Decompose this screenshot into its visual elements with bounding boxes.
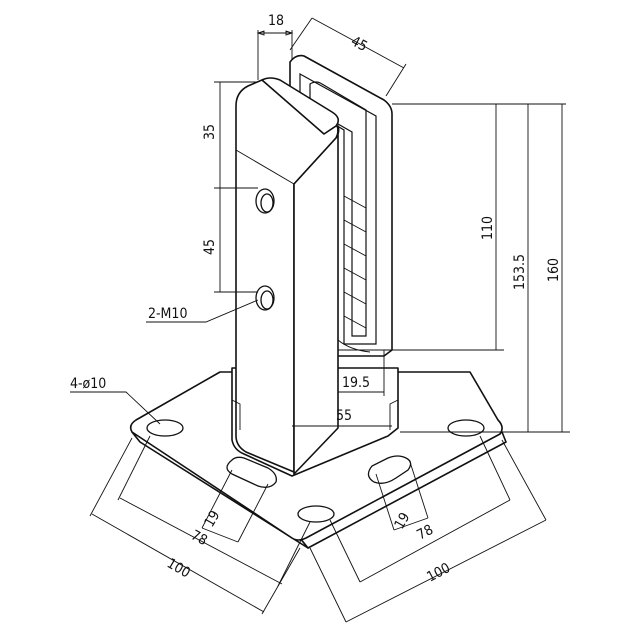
base-hole-left	[146, 419, 184, 437]
dim-55-label: 55	[336, 408, 352, 424]
dim-hole-spacing-label: 45	[202, 239, 218, 255]
chamfer-line	[293, 137, 337, 185]
dim-100-right-label: 100	[424, 560, 453, 585]
gasket-rib	[343, 267, 367, 281]
post-top-face	[261, 77, 340, 135]
dim-78-left-label: 78	[188, 527, 210, 549]
main-post	[231, 77, 399, 477]
gasket-rib	[343, 243, 367, 257]
callout-m10-leader	[146, 299, 259, 323]
dim-35-label: 35	[202, 124, 218, 140]
dim-18-arrows	[256, 30, 294, 36]
dim-100-right-lines	[309, 439, 547, 623]
post-step	[231, 399, 241, 430]
threaded-hole-upper-inner	[260, 193, 274, 213]
dim-78-right-lines	[329, 435, 511, 583]
dim-left-vertical	[214, 81, 258, 293]
base-hole-front	[297, 505, 335, 523]
callout-base-hole-leader	[70, 391, 161, 425]
dim-45-top-label: 45	[348, 33, 370, 55]
dim-78-right-label: 78	[414, 522, 436, 544]
dim-110-label: 110	[480, 216, 496, 240]
dim-18-label: 18	[268, 13, 284, 29]
dim-78-left-lines	[117, 435, 311, 587]
dim-19-left-label: 19	[202, 508, 224, 530]
dim-right-vertical	[384, 103, 570, 433]
slot-left	[226, 456, 277, 488]
dim-45-top-lines	[289, 17, 407, 97]
dim-19-left-lines	[201, 469, 269, 543]
slot-right	[367, 455, 412, 484]
callout-m10-label: 2-M10	[148, 306, 187, 322]
dimension-lines: 18 45 35 45 110 153.5 160 19.5 55 19 19 …	[89, 13, 570, 623]
dim-100-left-lines	[89, 437, 301, 615]
callouts: 2-M10 4-ø10	[70, 299, 259, 425]
dim-19-right-lines	[375, 461, 429, 531]
gasket-rib	[343, 291, 367, 305]
threaded-hole-lower-inner	[260, 290, 274, 310]
dim-153-label: 153.5	[512, 254, 528, 290]
dim-18-lines	[257, 30, 293, 80]
back-plate-inner	[309, 81, 367, 337]
callout-base-hole-label: 4-ø10	[70, 376, 106, 392]
post-slot-curve	[337, 339, 371, 353]
dim-19-5-label: 19.5	[342, 375, 370, 391]
gasket-rib	[343, 315, 367, 329]
dim-160-label: 160	[546, 258, 562, 282]
dim-100-left-label: 100	[164, 556, 193, 582]
chamfer-line	[235, 149, 295, 185]
gasket-rib	[343, 219, 367, 233]
dim-19-5-lines	[338, 350, 385, 396]
post-front-face	[293, 125, 340, 475]
dim-19-right-label: 19	[392, 510, 414, 532]
gasket-rib	[343, 195, 367, 209]
post-step	[389, 399, 399, 430]
base-hole-right	[447, 419, 485, 437]
